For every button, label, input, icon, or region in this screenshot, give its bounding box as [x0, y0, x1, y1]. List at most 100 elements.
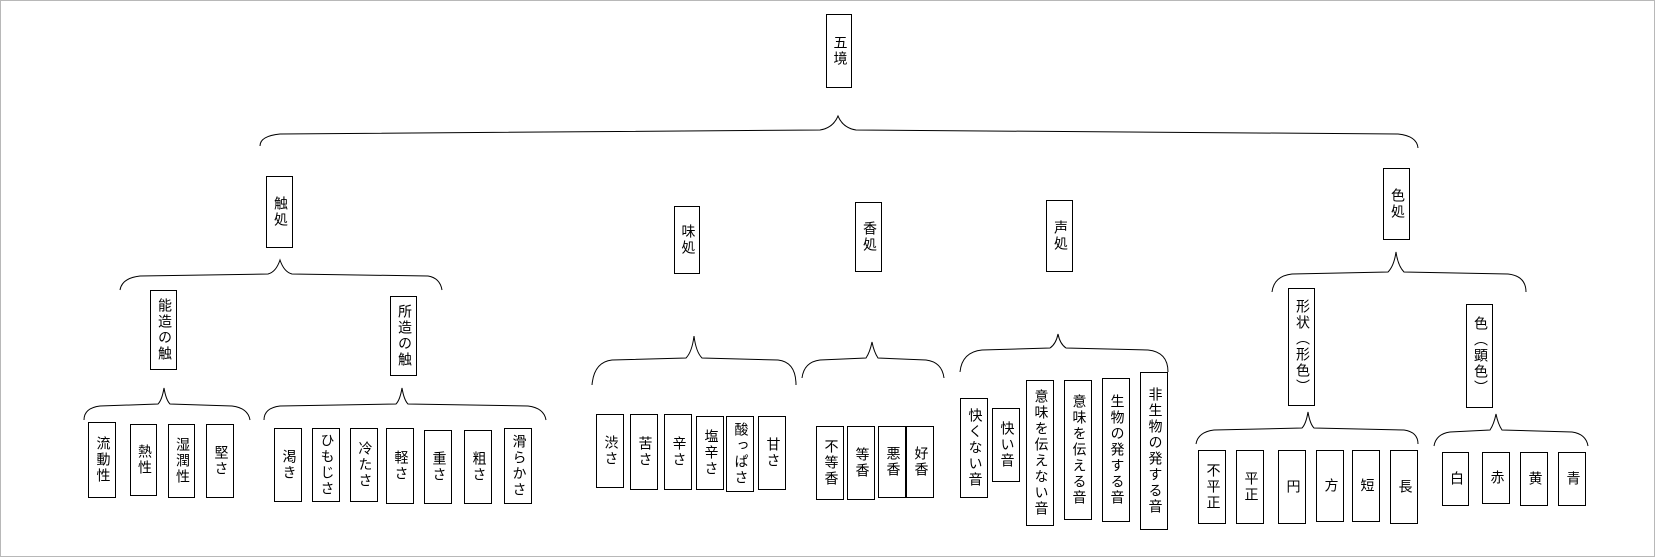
- brace-color: [1271, 251, 1527, 293]
- brace-hue: [1433, 413, 1589, 447]
- leaf-label: 黄: [1526, 471, 1543, 487]
- leaf-label: 滑らかさ: [510, 434, 527, 498]
- node-color: 色処: [1383, 168, 1410, 240]
- leaf-label: 快くない音: [966, 408, 983, 488]
- leaf-label: 意味を伝える音: [1070, 394, 1087, 506]
- leaf-sound: 意味を伝える音: [1064, 380, 1092, 520]
- leaf-taste: 甘さ: [758, 416, 786, 490]
- leaf-shape: 短: [1352, 450, 1380, 522]
- leaf-derived-touch: 粗さ: [464, 430, 492, 504]
- leaf-label: 苦さ: [636, 436, 653, 468]
- leaf-hue: 白: [1442, 452, 1469, 506]
- node-shape-label: 形状（形色）: [1294, 299, 1310, 395]
- leaf-label: 酸っぱさ: [732, 422, 749, 486]
- leaf-taste: 渋さ: [596, 414, 624, 488]
- leaf-label: 辛さ: [670, 436, 687, 468]
- leaf-label: 方: [1322, 478, 1339, 494]
- node-derived-touch: 所造の触: [390, 296, 417, 376]
- leaf-label: 冷たさ: [356, 441, 373, 489]
- leaf-hue: 黄: [1520, 452, 1548, 506]
- leaf-sound: 生物の発する音: [1102, 378, 1130, 522]
- leaf-label: 白: [1448, 471, 1464, 487]
- node-root: 五境: [826, 14, 852, 88]
- brace-touch: [119, 258, 443, 291]
- node-sound-label: 声処: [1052, 220, 1068, 252]
- leaf-shape: 方: [1316, 450, 1344, 522]
- leaf-label: 等香: [853, 447, 870, 479]
- leaf-smell: 好香: [906, 426, 934, 498]
- leaf-primary-touch: 流動性: [88, 422, 116, 498]
- leaf-derived-touch: ひもじさ: [312, 428, 340, 502]
- node-touch-label: 触処: [272, 196, 288, 228]
- leaf-label: 軽さ: [392, 450, 409, 482]
- node-sound: 声処: [1046, 200, 1073, 272]
- node-hue-label: 色（顕色）: [1472, 316, 1488, 396]
- leaf-label: 渋さ: [602, 435, 619, 467]
- leaf-primary-touch: 湿潤性: [168, 424, 195, 498]
- leaf-smell: 不等香: [816, 426, 844, 500]
- leaf-label: 不平正: [1204, 463, 1221, 511]
- leaf-label: 好香: [912, 446, 929, 478]
- leaf-shape: 円: [1278, 450, 1306, 524]
- leaf-smell: 悪香: [878, 426, 906, 498]
- leaf-taste: 酸っぱさ: [726, 416, 754, 492]
- leaf-label: 快い音: [998, 421, 1015, 469]
- leaf-derived-touch: 滑らかさ: [504, 428, 532, 504]
- node-color-label: 色処: [1389, 188, 1405, 220]
- leaf-label: 重さ: [430, 451, 447, 483]
- leaf-label: 平正: [1242, 471, 1259, 503]
- leaf-label: 流動性: [94, 436, 111, 484]
- node-hue: 色（顕色）: [1466, 304, 1493, 408]
- leaf-label: 短: [1358, 478, 1375, 494]
- node-root-label: 五境: [831, 35, 848, 67]
- leaf-primary-touch: 堅さ: [206, 424, 234, 498]
- brace-primary-touch: [83, 387, 251, 421]
- node-smell: 香処: [855, 202, 882, 272]
- node-taste-label: 味処: [679, 224, 696, 256]
- leaf-derived-touch: 軽さ: [386, 428, 414, 504]
- leaf-label: 非生物の発する音: [1146, 387, 1163, 515]
- brace-taste: [591, 335, 797, 386]
- leaf-label: 赤: [1488, 470, 1505, 486]
- leaf-sound: 快くない音: [960, 398, 988, 498]
- leaf-shape: 不平正: [1198, 450, 1226, 524]
- brace-smell: [801, 341, 945, 379]
- node-derived-touch-label: 所造の触: [396, 304, 412, 368]
- leaf-label: 不等香: [822, 439, 839, 487]
- leaf-label: 円: [1284, 479, 1301, 495]
- node-primary-touch-label: 能造の触: [156, 298, 172, 362]
- leaf-label: 生物の発する音: [1108, 394, 1125, 506]
- node-shape: 形状（形色）: [1288, 288, 1315, 406]
- leaf-derived-touch: 冷たさ: [350, 428, 378, 502]
- brace-derived-touch: [263, 387, 547, 421]
- leaf-label: 青: [1564, 471, 1581, 487]
- brace-root: [259, 114, 1419, 149]
- leaf-label: 湿潤性: [174, 437, 190, 485]
- node-primary-touch: 能造の触: [150, 290, 177, 370]
- leaf-shape: 長: [1390, 450, 1418, 524]
- leaf-smell: 等香: [847, 426, 875, 500]
- leaf-shape: 平正: [1236, 450, 1264, 524]
- brace-shape: [1195, 411, 1419, 445]
- leaf-label: 粗さ: [470, 451, 487, 483]
- leaf-label: 悪香: [884, 446, 901, 478]
- leaf-label: 熱性: [136, 444, 152, 476]
- node-taste: 味処: [674, 206, 700, 274]
- node-smell-label: 香処: [861, 221, 877, 253]
- leaf-label: 堅さ: [212, 445, 229, 477]
- leaf-label: 長: [1396, 479, 1413, 495]
- leaf-derived-touch: 渇き: [274, 428, 302, 502]
- leaf-derived-touch: 重さ: [424, 430, 452, 504]
- leaf-sound: 非生物の発する音: [1140, 372, 1168, 530]
- leaf-sound: 快い音: [992, 408, 1020, 482]
- leaf-taste: 苦さ: [630, 414, 658, 490]
- leaf-primary-touch: 熱性: [130, 424, 157, 496]
- leaf-hue: 青: [1558, 452, 1586, 506]
- leaf-label: 甘さ: [764, 437, 781, 469]
- leaf-taste: 辛さ: [664, 414, 692, 490]
- leaf-label: 塩辛さ: [702, 429, 719, 477]
- node-touch: 触処: [266, 176, 293, 248]
- leaf-taste: 塩辛さ: [696, 416, 724, 490]
